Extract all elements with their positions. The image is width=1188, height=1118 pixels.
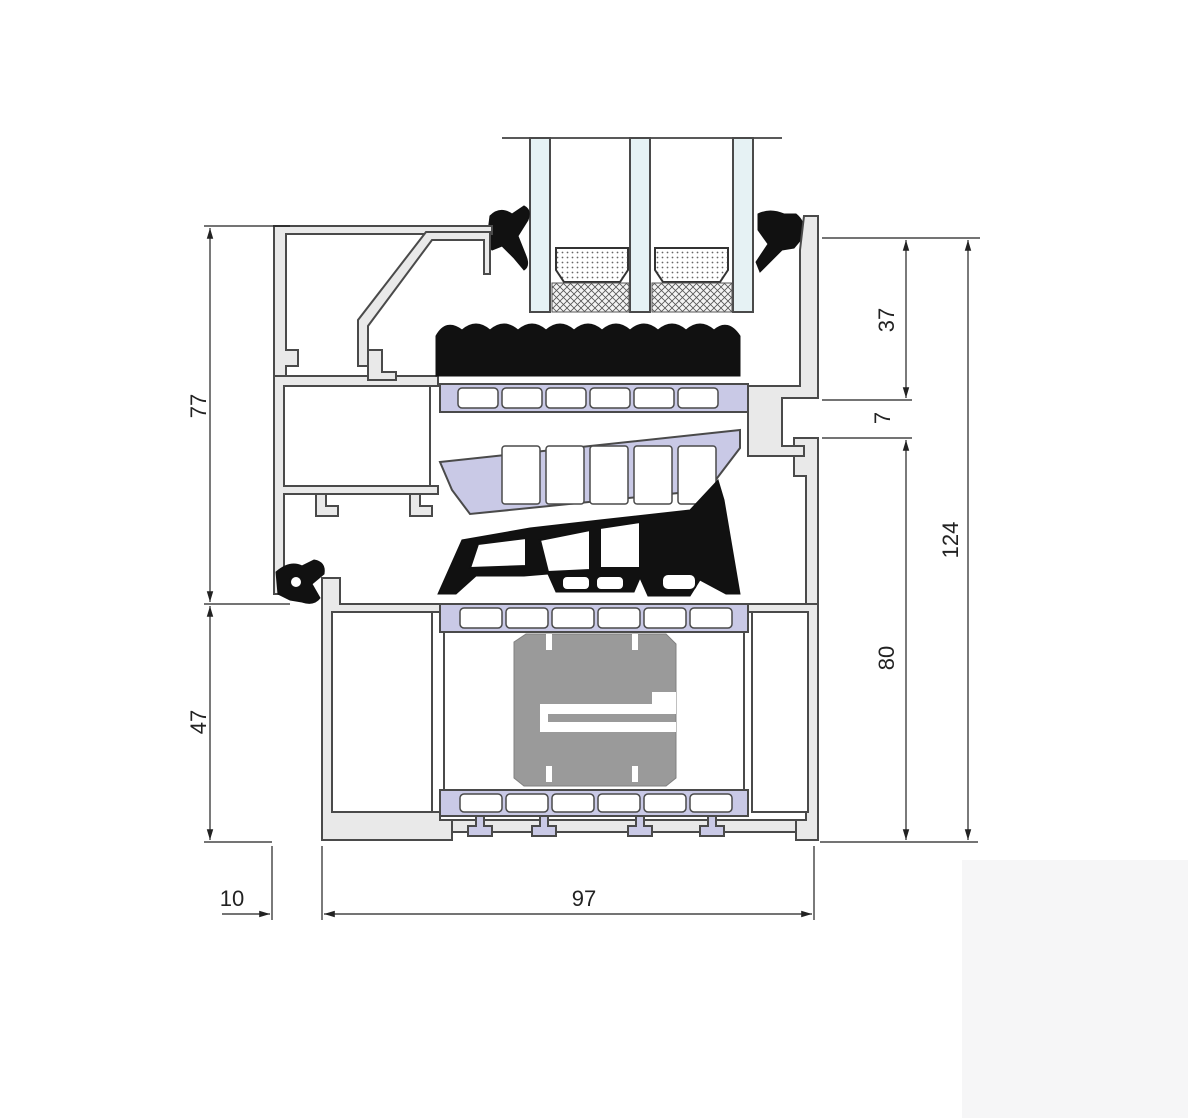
sash-thermal-chamber bbox=[545, 387, 587, 409]
sash-thermal-chamber bbox=[589, 387, 631, 409]
dim-label-right-top: 37 bbox=[874, 308, 899, 332]
sash-profile bbox=[273, 225, 493, 595]
frame-thermal-chamber-lower bbox=[689, 793, 733, 813]
frame-foot bbox=[699, 815, 725, 837]
frame-thermal-chamber-upper bbox=[643, 607, 687, 629]
frame-chamber-left bbox=[331, 611, 433, 813]
insert-notches bbox=[546, 634, 638, 782]
dim-label-right-mid: 7 bbox=[870, 412, 895, 424]
glass-pane-outer bbox=[529, 137, 551, 313]
sash-clip-left bbox=[367, 349, 397, 381]
thermal-break-sash-upper bbox=[439, 383, 749, 413]
glazing-gasket-inner bbox=[755, 210, 805, 273]
dim-label-left-upper: 77 bbox=[186, 394, 211, 418]
sash-thermal-chamber bbox=[677, 387, 719, 409]
frame-thermal-chamber-lower bbox=[505, 793, 549, 813]
sash-thermal-chamber bbox=[633, 387, 675, 409]
tapered-chamber bbox=[589, 445, 629, 505]
spacer-bar-1 bbox=[555, 247, 629, 283]
frame-foot bbox=[627, 815, 653, 837]
dim-label-right-total: 124 bbox=[938, 522, 963, 559]
frame-feet bbox=[467, 815, 725, 837]
frame-middle-chamber-wall bbox=[443, 632, 745, 790]
frame-thermal-chamber-upper bbox=[505, 607, 549, 629]
tapered-chambers bbox=[501, 445, 717, 505]
dim-label-bottom-left: 10 bbox=[220, 886, 244, 911]
spacer-bar-2 bbox=[654, 247, 729, 283]
dim-label-bottom-main: 97 bbox=[572, 886, 596, 911]
sash-glazing-bead bbox=[357, 231, 491, 367]
centre-seal-holes bbox=[468, 520, 697, 591]
sash-thermal-chamber bbox=[457, 387, 499, 409]
frame-thermal-chamber-upper bbox=[551, 607, 595, 629]
frame-thermal-chamber-lower bbox=[643, 793, 687, 813]
frame-thermal-chamber-lower bbox=[459, 793, 503, 813]
glass-pane-middle bbox=[629, 137, 651, 313]
secondary-sealant-1 bbox=[551, 282, 630, 313]
insert-cutout bbox=[514, 692, 676, 732]
tapered-chamber bbox=[633, 445, 673, 505]
background-shade bbox=[962, 860, 1188, 1118]
sash-upright-right bbox=[747, 215, 819, 457]
sash-gasket-core bbox=[289, 575, 303, 589]
glass-pane-inner bbox=[732, 137, 754, 313]
frame-thermal-chamber-upper bbox=[689, 607, 733, 629]
sash-thermal-chamber bbox=[501, 387, 543, 409]
frame-profile bbox=[321, 437, 819, 841]
frame-thermal-chamber-lower bbox=[551, 793, 595, 813]
sash-chamber bbox=[283, 385, 431, 487]
frame-chamber-right bbox=[751, 611, 809, 813]
dim-label-left-lower: 47 bbox=[186, 710, 211, 734]
sash-hook-right bbox=[409, 493, 433, 517]
frame-bottom-rail bbox=[451, 819, 797, 833]
glazing-unit bbox=[502, 137, 782, 313]
central-gasket-wave bbox=[435, 323, 741, 377]
frame-thermal-chamber-lower bbox=[597, 793, 641, 813]
frame-thermal-chamber-upper bbox=[597, 607, 641, 629]
frame-thermal-chamber-upper bbox=[459, 607, 503, 629]
glazing-gasket-outer bbox=[486, 205, 530, 271]
tapered-chamber bbox=[501, 445, 541, 505]
dim-label-right-bottom: 80 bbox=[874, 646, 899, 670]
sash-hook-left bbox=[315, 493, 339, 517]
frame-thermal-chambers bbox=[459, 607, 733, 813]
dimension-lines bbox=[204, 225, 980, 920]
frame-foot bbox=[531, 815, 557, 837]
frame-foot bbox=[467, 815, 493, 837]
frame-upright-right bbox=[793, 437, 819, 605]
secondary-sealant-2 bbox=[651, 282, 733, 313]
tapered-chamber bbox=[545, 445, 585, 505]
